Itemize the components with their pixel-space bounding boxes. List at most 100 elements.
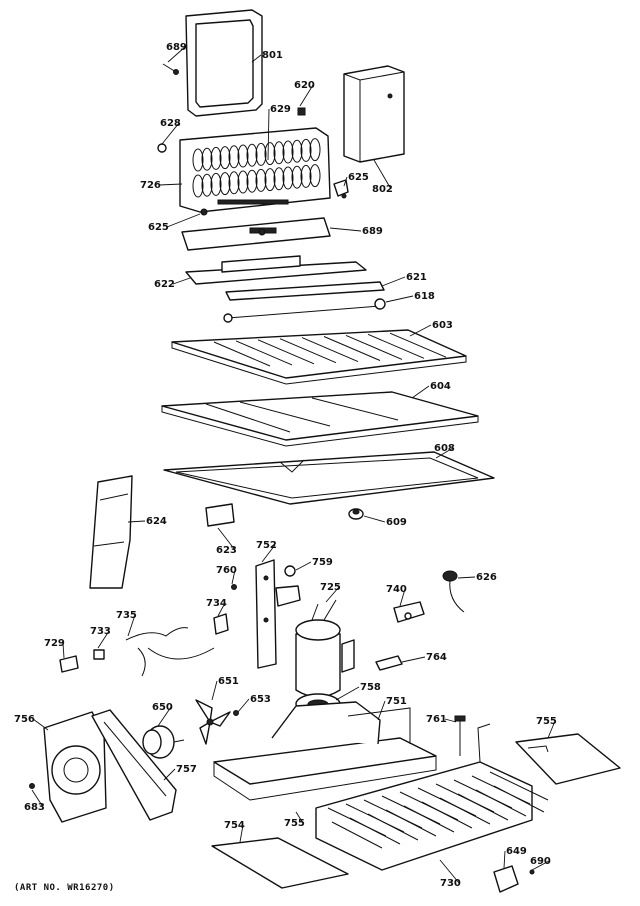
callout-label-p626: 626 bbox=[476, 572, 497, 583]
coil-loop bbox=[192, 174, 204, 198]
part-725-compressor bbox=[295, 599, 355, 698]
callout-label-p733: 733 bbox=[90, 626, 111, 637]
coil-loop bbox=[228, 171, 240, 195]
leader-p764 bbox=[401, 656, 426, 663]
leader-p755b bbox=[295, 811, 304, 824]
callout-label-p729: 729 bbox=[44, 638, 65, 649]
leader-p760 bbox=[231, 569, 236, 585]
shelf-rib bbox=[323, 336, 381, 361]
callout-label-p735: 735 bbox=[116, 610, 137, 621]
part-759-grommet bbox=[284, 565, 296, 577]
coil-loop bbox=[282, 166, 294, 190]
leader-p603 bbox=[409, 324, 432, 337]
leader-p651 bbox=[211, 680, 218, 701]
callout-label-p801: 801 bbox=[262, 50, 283, 61]
leader-p622 bbox=[172, 277, 191, 285]
part-801-gasket-frame bbox=[185, 9, 263, 117]
callout-labels: 8016896206286297266258026256896226216186… bbox=[14, 42, 557, 889]
callout-label-p689a: 689 bbox=[166, 42, 187, 53]
coil-loop bbox=[246, 143, 258, 167]
part-729-block bbox=[59, 655, 79, 673]
leader-p621 bbox=[381, 276, 406, 287]
part-752-bracket bbox=[255, 559, 301, 669]
coil-loop bbox=[210, 172, 222, 196]
leader-p628a bbox=[161, 122, 180, 145]
part-751-base-pan bbox=[213, 701, 437, 801]
part-625-screw bbox=[200, 208, 208, 216]
callout-label-p650: 650 bbox=[152, 702, 173, 713]
callout-label-p725: 725 bbox=[320, 582, 341, 593]
leader-p623 bbox=[217, 527, 236, 551]
coil-loop bbox=[237, 170, 249, 194]
leader-p608 bbox=[435, 447, 454, 459]
leader-p624 bbox=[127, 520, 146, 523]
coil-loop bbox=[228, 145, 240, 169]
callout-label-p653: 653 bbox=[250, 694, 271, 705]
part-626-plug bbox=[442, 570, 465, 613]
callout-label-p690: 690 bbox=[530, 856, 551, 867]
callout-label-p608: 608 bbox=[434, 443, 455, 454]
leader-p690 bbox=[531, 860, 550, 871]
part-608-drip-tray bbox=[163, 451, 495, 505]
callout-label-p759: 759 bbox=[312, 557, 333, 568]
callout-label-p620a: 620 bbox=[294, 80, 315, 91]
art-number-caption: (ART NO. WR16270) bbox=[14, 883, 115, 893]
callout-label-p625a: 625 bbox=[148, 222, 169, 233]
callout-label-p689b: 689 bbox=[362, 226, 383, 237]
shelf-rib bbox=[345, 334, 403, 360]
callout-label-p629: 629 bbox=[270, 104, 291, 115]
leader-p751 bbox=[377, 700, 386, 721]
callout-label-p760: 760 bbox=[216, 565, 237, 576]
callout-label-p761: 761 bbox=[426, 714, 447, 725]
part-625-bracket bbox=[333, 179, 349, 199]
leader-p626 bbox=[457, 576, 476, 579]
part-730-condenser bbox=[315, 723, 549, 871]
coil-loop bbox=[219, 172, 231, 196]
callout-label-p623: 623 bbox=[216, 545, 237, 556]
callout-label-p651: 651 bbox=[218, 676, 239, 687]
leader-p734 bbox=[217, 602, 226, 617]
shelf-rib bbox=[279, 338, 337, 364]
leader-p726 bbox=[158, 183, 183, 186]
callout-label-p628a: 628 bbox=[160, 118, 181, 129]
part-754-panel bbox=[211, 837, 349, 889]
leader-p653 bbox=[237, 698, 250, 713]
coil-loop bbox=[273, 141, 285, 165]
callout-label-p758: 758 bbox=[360, 682, 381, 693]
part-735-harness bbox=[125, 627, 215, 677]
callout-label-p625b: 625 bbox=[348, 172, 369, 183]
coil-loop bbox=[300, 164, 312, 188]
coil-loop bbox=[237, 144, 249, 168]
leader-p625a bbox=[166, 213, 201, 228]
callout-label-p649: 649 bbox=[506, 846, 527, 857]
coil-loop bbox=[264, 142, 276, 166]
part-764-plate bbox=[375, 655, 403, 671]
part-649-foot bbox=[493, 865, 519, 893]
leader-p761 bbox=[444, 718, 457, 723]
part-623-block bbox=[205, 503, 235, 527]
leader-p650 bbox=[157, 706, 172, 727]
leader-p755a bbox=[547, 720, 556, 739]
part-620-clip bbox=[297, 107, 306, 116]
part-618-rod bbox=[223, 298, 386, 323]
shelf-rib bbox=[235, 340, 293, 366]
part-734-relay bbox=[213, 613, 229, 635]
part-609-grommet bbox=[348, 508, 364, 520]
coil-loop bbox=[255, 142, 267, 166]
leader-p730 bbox=[439, 859, 460, 884]
coil-loop bbox=[291, 139, 303, 163]
leader-p629 bbox=[267, 108, 270, 161]
condenser-tube bbox=[489, 771, 549, 813]
callout-label-p609: 609 bbox=[386, 517, 407, 528]
callout-label-p621: 621 bbox=[406, 272, 427, 283]
part-690-screw bbox=[529, 869, 535, 875]
leader-p759 bbox=[295, 561, 312, 571]
callout-label-p618: 618 bbox=[414, 291, 435, 302]
leader-p735 bbox=[127, 614, 136, 637]
coil-loop bbox=[291, 165, 303, 189]
coil-loop bbox=[309, 138, 321, 162]
coil-loop bbox=[210, 146, 222, 170]
shelf-rib bbox=[257, 339, 315, 365]
callout-label-p740: 740 bbox=[386, 584, 407, 595]
